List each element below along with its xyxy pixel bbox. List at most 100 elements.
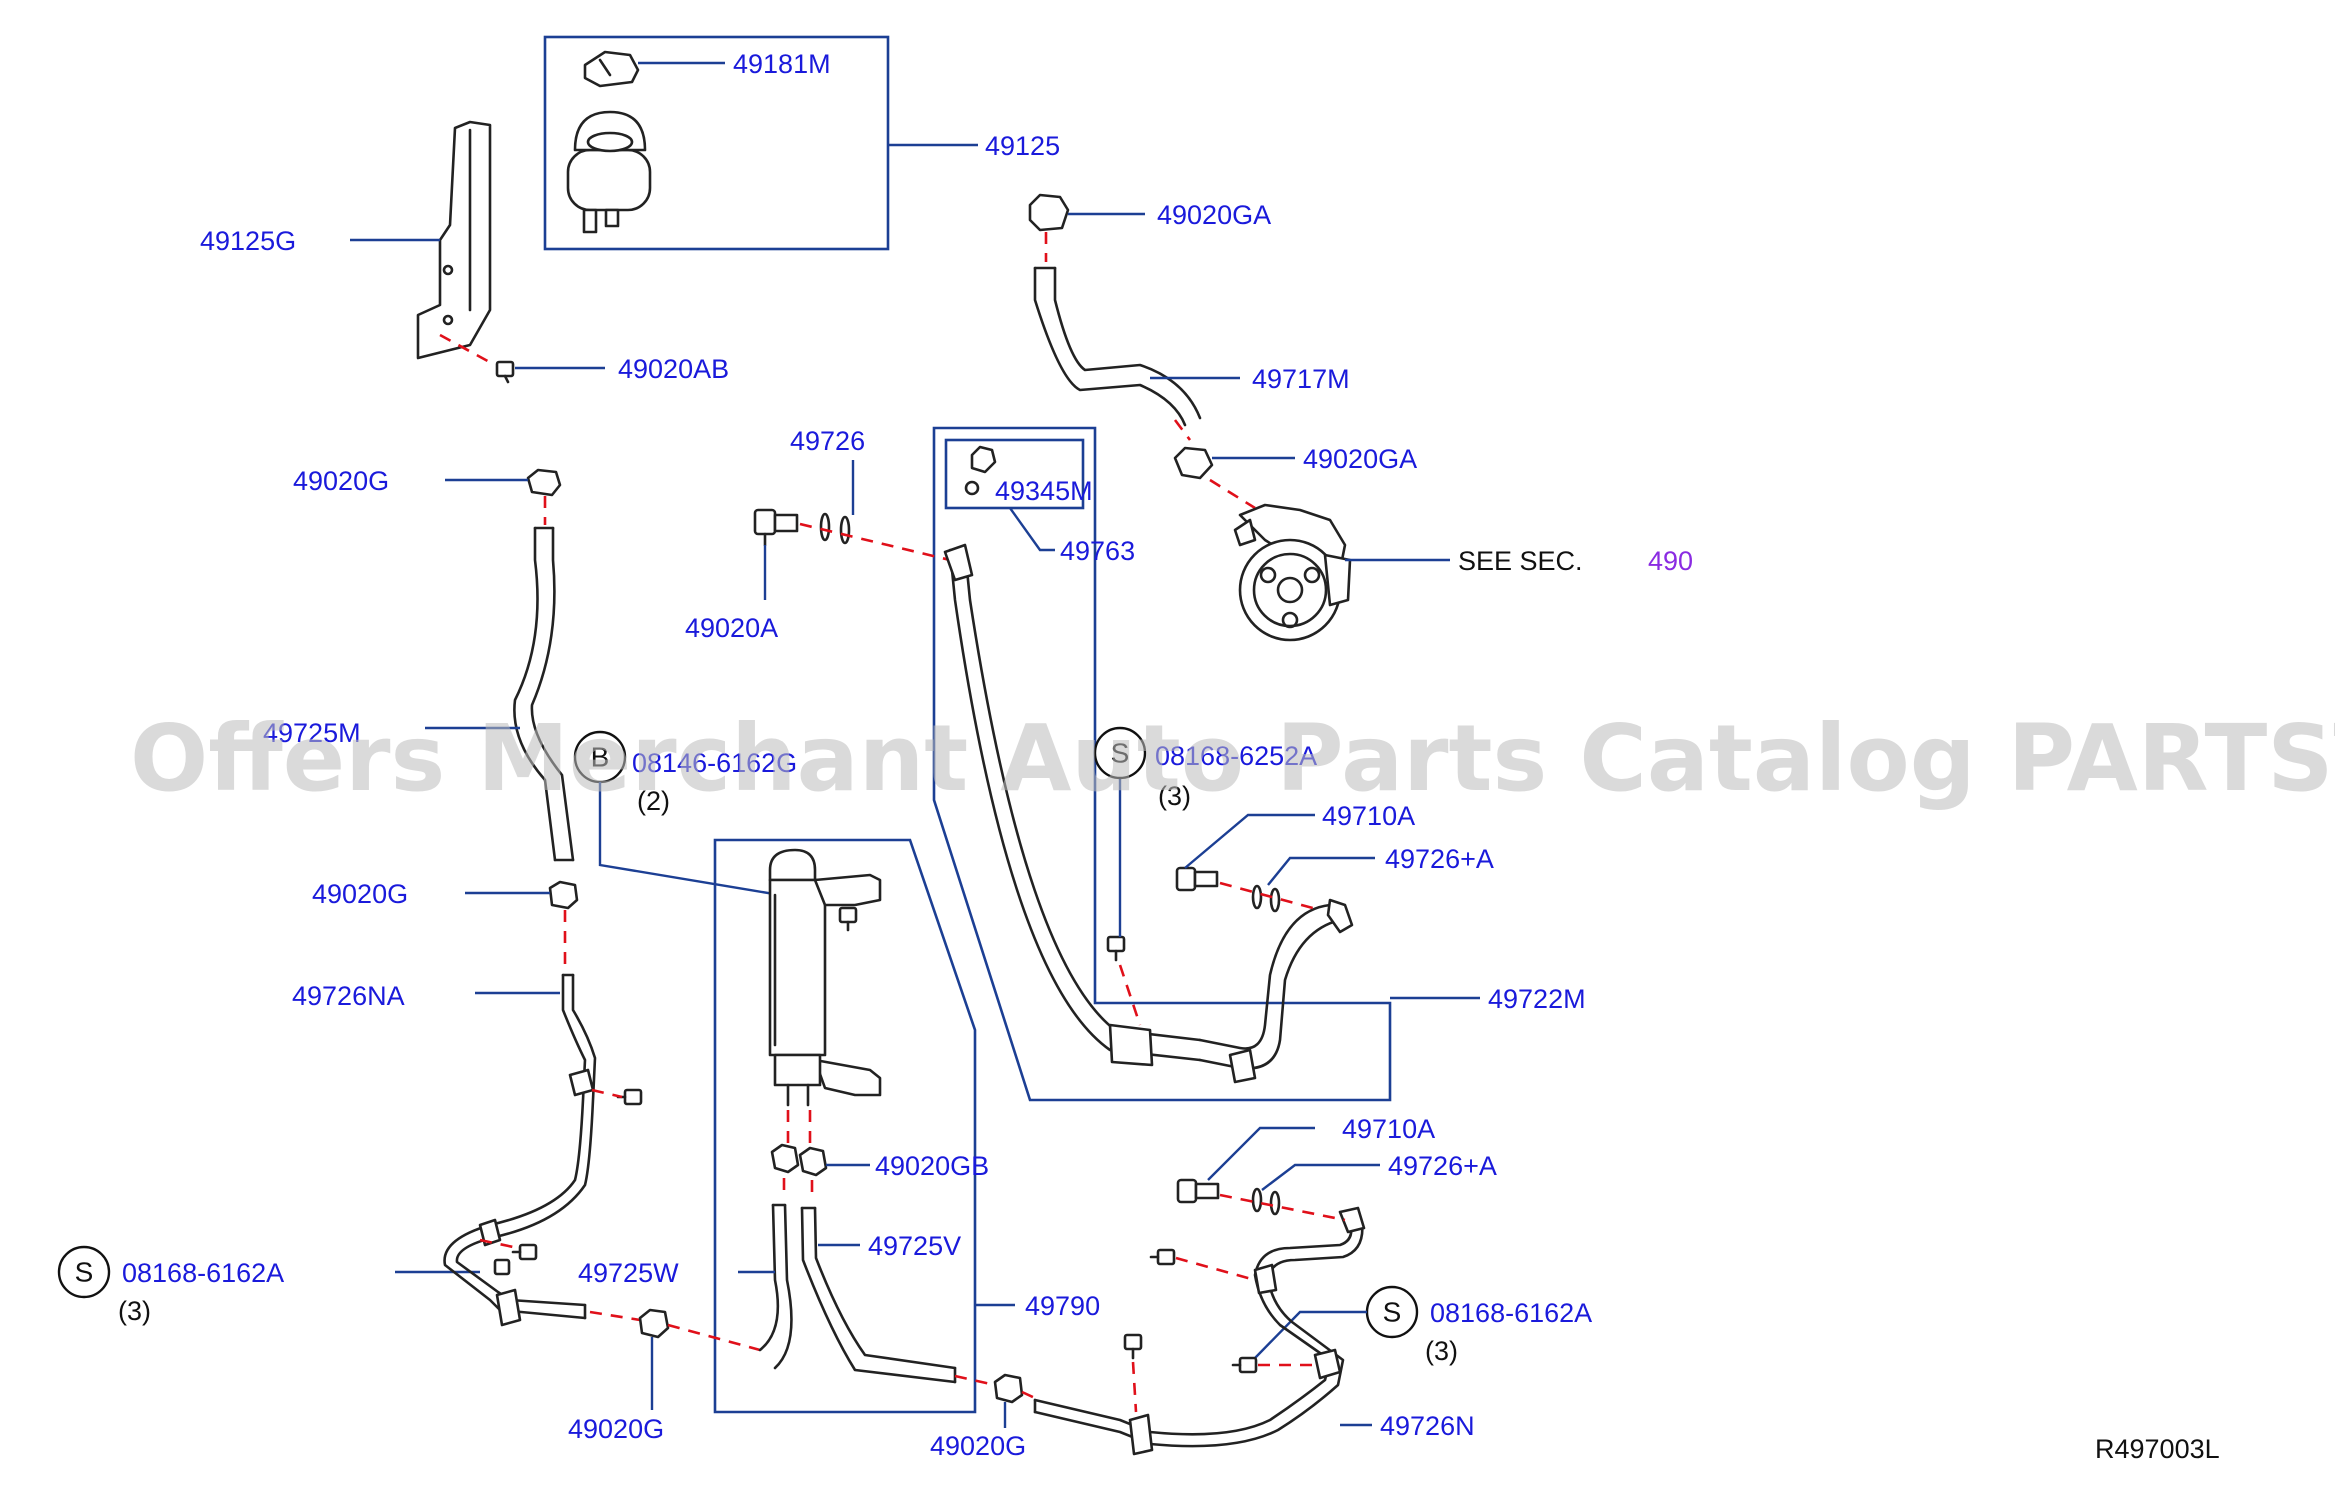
leader-symbol-b bbox=[598, 782, 841, 907]
label-49725V: 49725V bbox=[868, 1231, 961, 1261]
bolt-right-low-icon bbox=[1123, 1333, 1143, 1360]
dash-bolt-left-upper bbox=[591, 1088, 623, 1099]
pipe-n-clamp-bottom bbox=[1128, 1413, 1154, 1456]
bolt-mid-icon bbox=[1106, 935, 1126, 962]
label-49345M: 49345M bbox=[995, 476, 1093, 506]
dash-union-pipe bbox=[1219, 881, 1321, 912]
reservoir-bracket-icon bbox=[416, 120, 492, 360]
hose-49725W-b bbox=[773, 1203, 793, 1370]
hose-49725M-a bbox=[513, 526, 557, 862]
hose-end-fitting bbox=[943, 543, 974, 582]
hose-49717M-outline-a bbox=[1033, 266, 1187, 427]
pipe-n-end-fitting bbox=[1338, 1206, 1366, 1234]
hose-clamp-49020GA-top-icon bbox=[1028, 193, 1070, 232]
label-08168-right: 08168-6162A bbox=[1430, 1298, 1592, 1328]
label-49710A-1: 49710A bbox=[1322, 801, 1415, 831]
label-08168-mid: 08168-6252A bbox=[1155, 741, 1317, 771]
dash-bolt-right-low bbox=[1131, 1361, 1138, 1413]
dash-bolt-right-upper bbox=[1175, 1256, 1256, 1282]
washers-49726A-1-icon bbox=[1251, 884, 1281, 913]
label-qty-2: (2) bbox=[637, 786, 670, 816]
leader-49726A-2 bbox=[1261, 1163, 1380, 1191]
label-49020A: 49020A bbox=[685, 613, 778, 643]
dash-pipe-clamp-lowleft bbox=[589, 1310, 641, 1322]
dash-hose-clamp-bottom bbox=[954, 1374, 996, 1387]
leader-49763 bbox=[1009, 507, 1055, 552]
watermark-text: Offers Merchant Auto Parts Catalog PARTS… bbox=[130, 705, 2335, 812]
pipe-clamp-left-lower bbox=[495, 1288, 522, 1327]
pressure-hose-b bbox=[963, 548, 1202, 1042]
union-bolt-49020A-icon bbox=[753, 508, 799, 536]
hose-49725V-b bbox=[813, 1206, 957, 1370]
pressure-pipe-b bbox=[1198, 903, 1332, 1050]
label-49726A-1: 49726+A bbox=[1385, 844, 1494, 874]
label-49125: 49125 bbox=[985, 131, 1060, 161]
reservoir-group-box bbox=[543, 35, 890, 251]
power-steering-pump-icon bbox=[1233, 503, 1352, 642]
clamp-49020G-3-icon bbox=[638, 1308, 670, 1339]
dash-bracket-bolt bbox=[439, 333, 496, 367]
symbol-s-mid-text: S bbox=[1111, 738, 1130, 769]
pipe-49726N-a bbox=[1033, 1220, 1353, 1436]
union-bolt-49710A-1-icon bbox=[1175, 866, 1219, 892]
pipe-49726NA-a bbox=[443, 973, 587, 1320]
clamp-49020GB-icon bbox=[770, 1143, 828, 1177]
pipe-clamp bbox=[1228, 1048, 1257, 1084]
label-49181M: 49181M bbox=[733, 49, 831, 79]
oil-cooler-icon bbox=[768, 848, 882, 1107]
leader-49726A-1 bbox=[1267, 856, 1375, 886]
label-qty-3-left: (3) bbox=[118, 1296, 151, 1326]
label-49725M: 49725M bbox=[263, 718, 361, 748]
label-49020GA-mid: 49020GA bbox=[1303, 444, 1417, 474]
bolt-right-mid-icon bbox=[1231, 1356, 1258, 1374]
label-49726A-2: 49726+A bbox=[1388, 1151, 1497, 1181]
reservoir-tank-icon bbox=[566, 110, 652, 234]
fitting-subgroup-box bbox=[944, 438, 1085, 510]
label-qty-3-mid: (3) bbox=[1158, 781, 1191, 811]
leader-49710A-1 bbox=[1184, 813, 1315, 869]
label-see-sec: SEE SEC. bbox=[1458, 546, 1583, 576]
label-49726: 49726 bbox=[790, 426, 865, 456]
symbol-s-right-text: S bbox=[1383, 1297, 1402, 1328]
label-49020G-3: 49020G bbox=[568, 1414, 664, 1444]
fitting-49345M-icon bbox=[964, 445, 997, 496]
diagram-code: R497003L bbox=[2095, 1434, 2220, 1464]
hose-49717M-outline-b bbox=[1053, 266, 1202, 420]
reservoir-cap-icon bbox=[583, 50, 640, 88]
bolt-left-mid-icon bbox=[511, 1243, 538, 1261]
hose-49725W-a bbox=[758, 1203, 780, 1352]
label-49726N: 49726N bbox=[1380, 1411, 1475, 1441]
symbol-s-left-text: S bbox=[75, 1257, 94, 1288]
label-49710A-2: 49710A bbox=[1342, 1114, 1435, 1144]
dash-bolt-left-mid bbox=[479, 1238, 519, 1250]
dash-clamp-pump bbox=[1209, 478, 1256, 510]
clamp-49020G-1-icon bbox=[526, 468, 562, 497]
pipe-n-clamp-upper bbox=[1253, 1263, 1278, 1295]
dash-union-hose bbox=[799, 522, 951, 562]
label-08168-left: 08168-6162A bbox=[122, 1258, 284, 1288]
pipe-49726N-b bbox=[1033, 1220, 1364, 1448]
bolt-left-low-icon bbox=[493, 1258, 511, 1276]
bolt-cooler-icon bbox=[838, 906, 858, 932]
hose-crimp-collar bbox=[1108, 1023, 1154, 1067]
label-49020G-4: 49020G bbox=[930, 1431, 1026, 1461]
label-49722M: 49722M bbox=[1488, 984, 1586, 1014]
label-49790: 49790 bbox=[1025, 1291, 1100, 1321]
label-qty-3-right: (3) bbox=[1425, 1336, 1458, 1366]
pipe-n-clamp-right bbox=[1313, 1348, 1342, 1380]
leader-s-right bbox=[1254, 1310, 1367, 1359]
dash-hose-clamp-mid bbox=[1173, 419, 1192, 441]
pipe-clamp-left-mid bbox=[478, 1218, 502, 1247]
symbol-b-text: B bbox=[591, 742, 610, 773]
label-49020AB: 49020AB bbox=[618, 354, 729, 384]
label-49125G: 49125G bbox=[200, 226, 296, 256]
label-49725W: 49725W bbox=[578, 1258, 679, 1288]
label-49020GA-top: 49020GA bbox=[1157, 200, 1271, 230]
label-49726NA: 49726NA bbox=[292, 981, 405, 1011]
label-49020GB: 49020GB bbox=[875, 1151, 989, 1181]
pressure-hose-group-box bbox=[932, 426, 1392, 1102]
symbol-s-left-circle bbox=[57, 1245, 111, 1299]
bolt-49020AB-icon bbox=[495, 360, 515, 384]
